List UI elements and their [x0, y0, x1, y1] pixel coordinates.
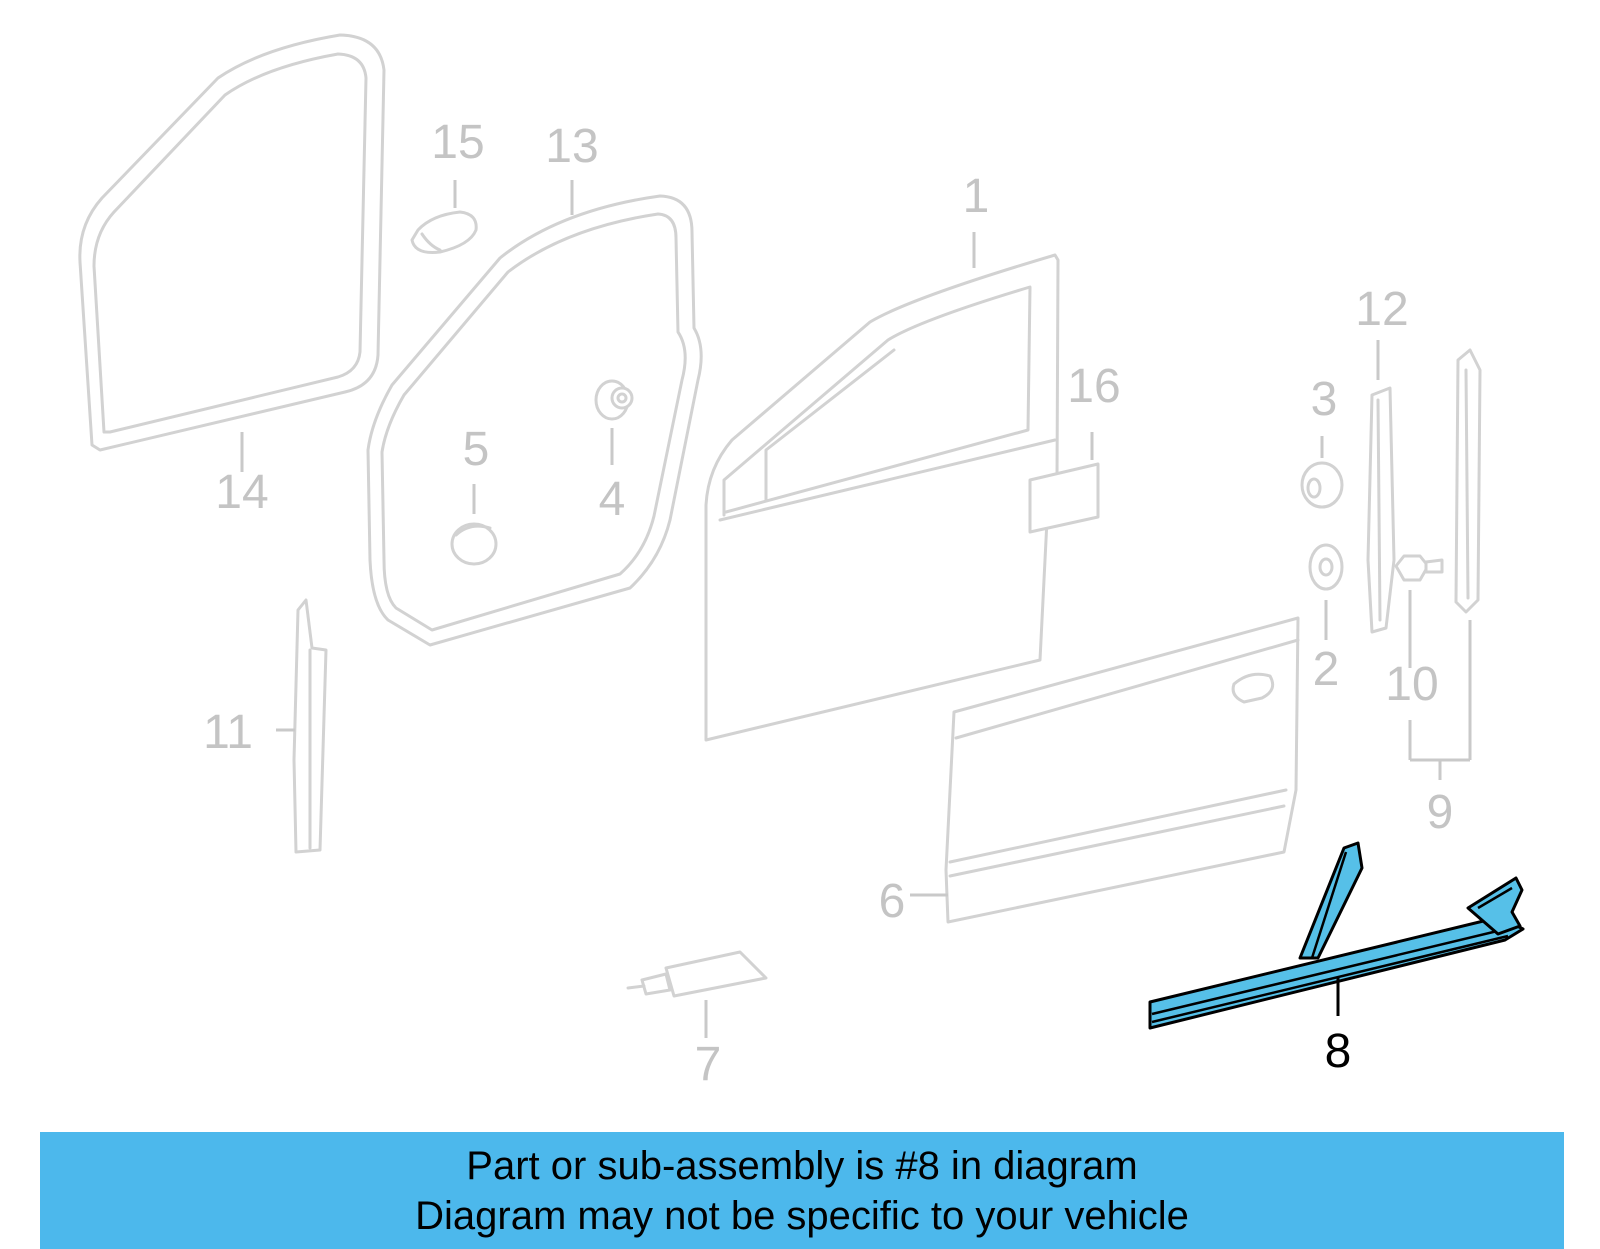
callout-15[interactable]: 15 [431, 116, 484, 169]
callout-10[interactable]: 10 [1385, 658, 1438, 711]
part-9-molding [1454, 348, 1482, 614]
callout-6[interactable]: 6 [879, 875, 906, 928]
callout-7[interactable]: 7 [695, 1038, 722, 1091]
part-15-plug [410, 210, 478, 254]
info-banner: Part or sub-assembly is #8 in diagram Di… [40, 1132, 1564, 1249]
callout-2[interactable]: 2 [1313, 643, 1340, 696]
callout-8[interactable]: 8 [1325, 1025, 1352, 1078]
callout-14[interactable]: 14 [215, 466, 268, 519]
callout-4[interactable]: 4 [599, 473, 626, 526]
callout-12[interactable]: 12 [1355, 283, 1408, 336]
part-16-label [1028, 462, 1100, 534]
callout-9[interactable]: 9 [1427, 786, 1454, 839]
part-2-washer [1308, 543, 1344, 591]
callout-11[interactable]: 11 [203, 706, 253, 759]
callout-1[interactable]: 1 [963, 170, 990, 223]
part-14-weatherstrip [78, 33, 386, 452]
banner-line-1: Part or sub-assembly is #8 in diagram [466, 1143, 1138, 1188]
part-4-grommet [594, 379, 634, 421]
part-3-clip [1300, 461, 1344, 509]
part-13-weatherstrip [366, 194, 703, 647]
part-11-molding [292, 598, 328, 854]
callout-3[interactable]: 3 [1311, 373, 1338, 426]
part-6-outer-panel [944, 616, 1300, 924]
callout-5[interactable]: 5 [463, 423, 490, 476]
part-7-tube [626, 950, 768, 998]
part-12-molding [1366, 386, 1396, 634]
part-10-bolt [1394, 554, 1444, 582]
part-1-door-shell [704, 253, 1060, 742]
callout-13[interactable]: 13 [545, 120, 598, 173]
callout-16[interactable]: 16 [1067, 360, 1120, 413]
part-8-rocker-molding [1148, 841, 1525, 1030]
leader-lines [240, 180, 1472, 1038]
banner-line-2: Diagram may not be specific to your vehi… [415, 1193, 1189, 1238]
part-5-clip [450, 522, 498, 566]
